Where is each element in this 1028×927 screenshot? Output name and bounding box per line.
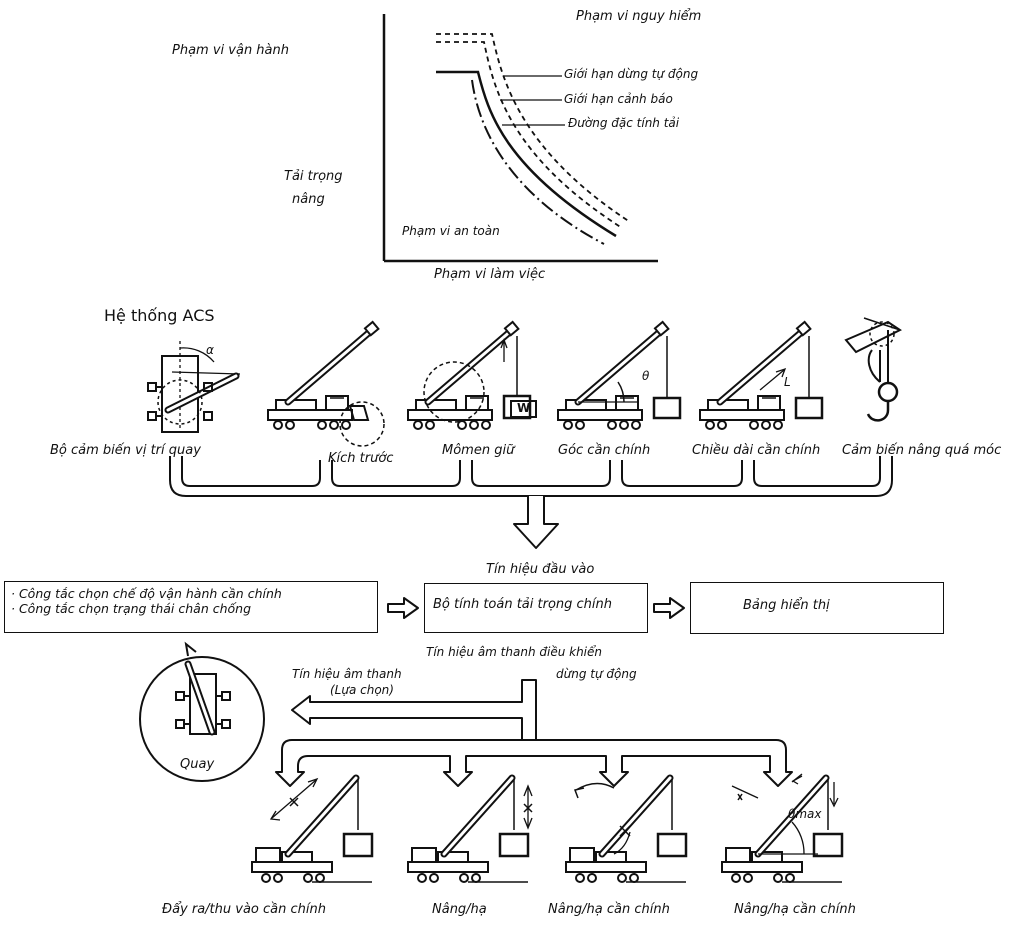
overhoist-hook-icon (844, 317, 902, 422)
load-chart (382, 14, 658, 263)
sound-signal-label-line1: Tín hiệu âm thanh (292, 667, 402, 681)
front-jack-crane-icon (268, 322, 385, 447)
telescope-output-crane-icon (252, 778, 372, 882)
dash-dot-curve (471, 79, 605, 245)
rotate-label: Quay (180, 757, 215, 772)
switch-line-1: · Công tắc chọn chế độ vận hành cần chín… (11, 586, 282, 601)
boom-luff-output-crane-icon (566, 778, 686, 882)
sensor-label-rotation: Bộ cảm biến vị trí quay (50, 443, 201, 458)
sound-signal-label-line2: (Lựa chọn) (330, 683, 394, 697)
boom-max-angle-output-crane-icon (722, 773, 842, 882)
y-axis-label-line2: nâng (292, 192, 325, 207)
rotate-circle-icon (139, 641, 265, 782)
selector-switch-box: · Công tắc chọn chế độ vận hành cần chín… (4, 581, 378, 633)
output-label-telescope: Đẩy ra/thu vào cần chính (162, 902, 326, 917)
arrow-calc-to-display (653, 597, 685, 619)
main-load-calculator-box: Bộ tính toán tải trọng chính (424, 583, 648, 633)
theta-max-symbol: θmax (788, 807, 822, 821)
switch-line-2: · Công tắc chọn trạng thái chân chống (11, 601, 252, 616)
output-label-boom-luff: Nâng/hạ cần chính (548, 902, 670, 917)
warning-curve (436, 41, 623, 229)
output-label-hoist: Nâng/hạ (432, 902, 487, 917)
operating-range-label: Phạm vi vận hành (172, 43, 289, 58)
auto-stop-limit-label: Giới hạn dừng tự động (564, 67, 699, 81)
control-signal-label-line1: Tín hiệu âm thanh điều khiển (426, 645, 603, 659)
safe-range-label: Phạm vi an toàn (402, 224, 500, 238)
theta-symbol: θ (642, 369, 650, 383)
alpha-symbol: α (206, 343, 214, 357)
w-symbol: W (510, 400, 538, 418)
hoist-output-crane-icon (408, 778, 533, 882)
output-label-boom-max: Nâng/hạ cần chính (734, 902, 856, 917)
sensor-label-boom-length: Chiều dài cần chính (692, 443, 821, 458)
rotation-sensor-icon (147, 341, 241, 433)
arrow-switch-to-calc (387, 597, 419, 619)
static-load-curve (436, 70, 617, 238)
display-panel-box: Bảng hiển thị (690, 582, 944, 634)
y-axis-label-line1: Tải trọng (284, 169, 343, 184)
boom-length-crane-icon (700, 322, 824, 429)
auto-stop-curve (436, 33, 631, 223)
static-load-curve-label: Đường đặc tính tải (568, 116, 680, 130)
acs-title: Hệ thống ACS (104, 306, 215, 325)
control-signal-label-line2: dừng tự động (556, 667, 637, 681)
warning-limit-label: Giới hạn cảnh báo (564, 92, 673, 106)
control-distribution (275, 679, 793, 787)
flow-arrows (387, 597, 685, 619)
sensor-label-boom-angle: Góc cần chính (558, 443, 651, 458)
x-axis-label: Phạm vi làm việc (434, 267, 546, 282)
calculator-label: Bộ tính toán tải trọng chính (433, 597, 613, 612)
display-label: Bảng hiển thị (743, 598, 830, 613)
sensor-label-overhoist: Cảm biến nâng quá móc (842, 443, 1002, 458)
sensor-label-front-jack: Kích trước (328, 451, 394, 466)
l-symbol: L (784, 375, 791, 389)
sensor-label-holding-moment: Mômen giữ (442, 443, 515, 458)
sensor-collector-bracket (169, 456, 893, 549)
danger-range-label: Phạm vi nguy hiểm (576, 9, 702, 24)
input-signal-label: Tín hiệu đầu vào (486, 562, 595, 577)
boom-angle-crane-icon (558, 322, 682, 429)
